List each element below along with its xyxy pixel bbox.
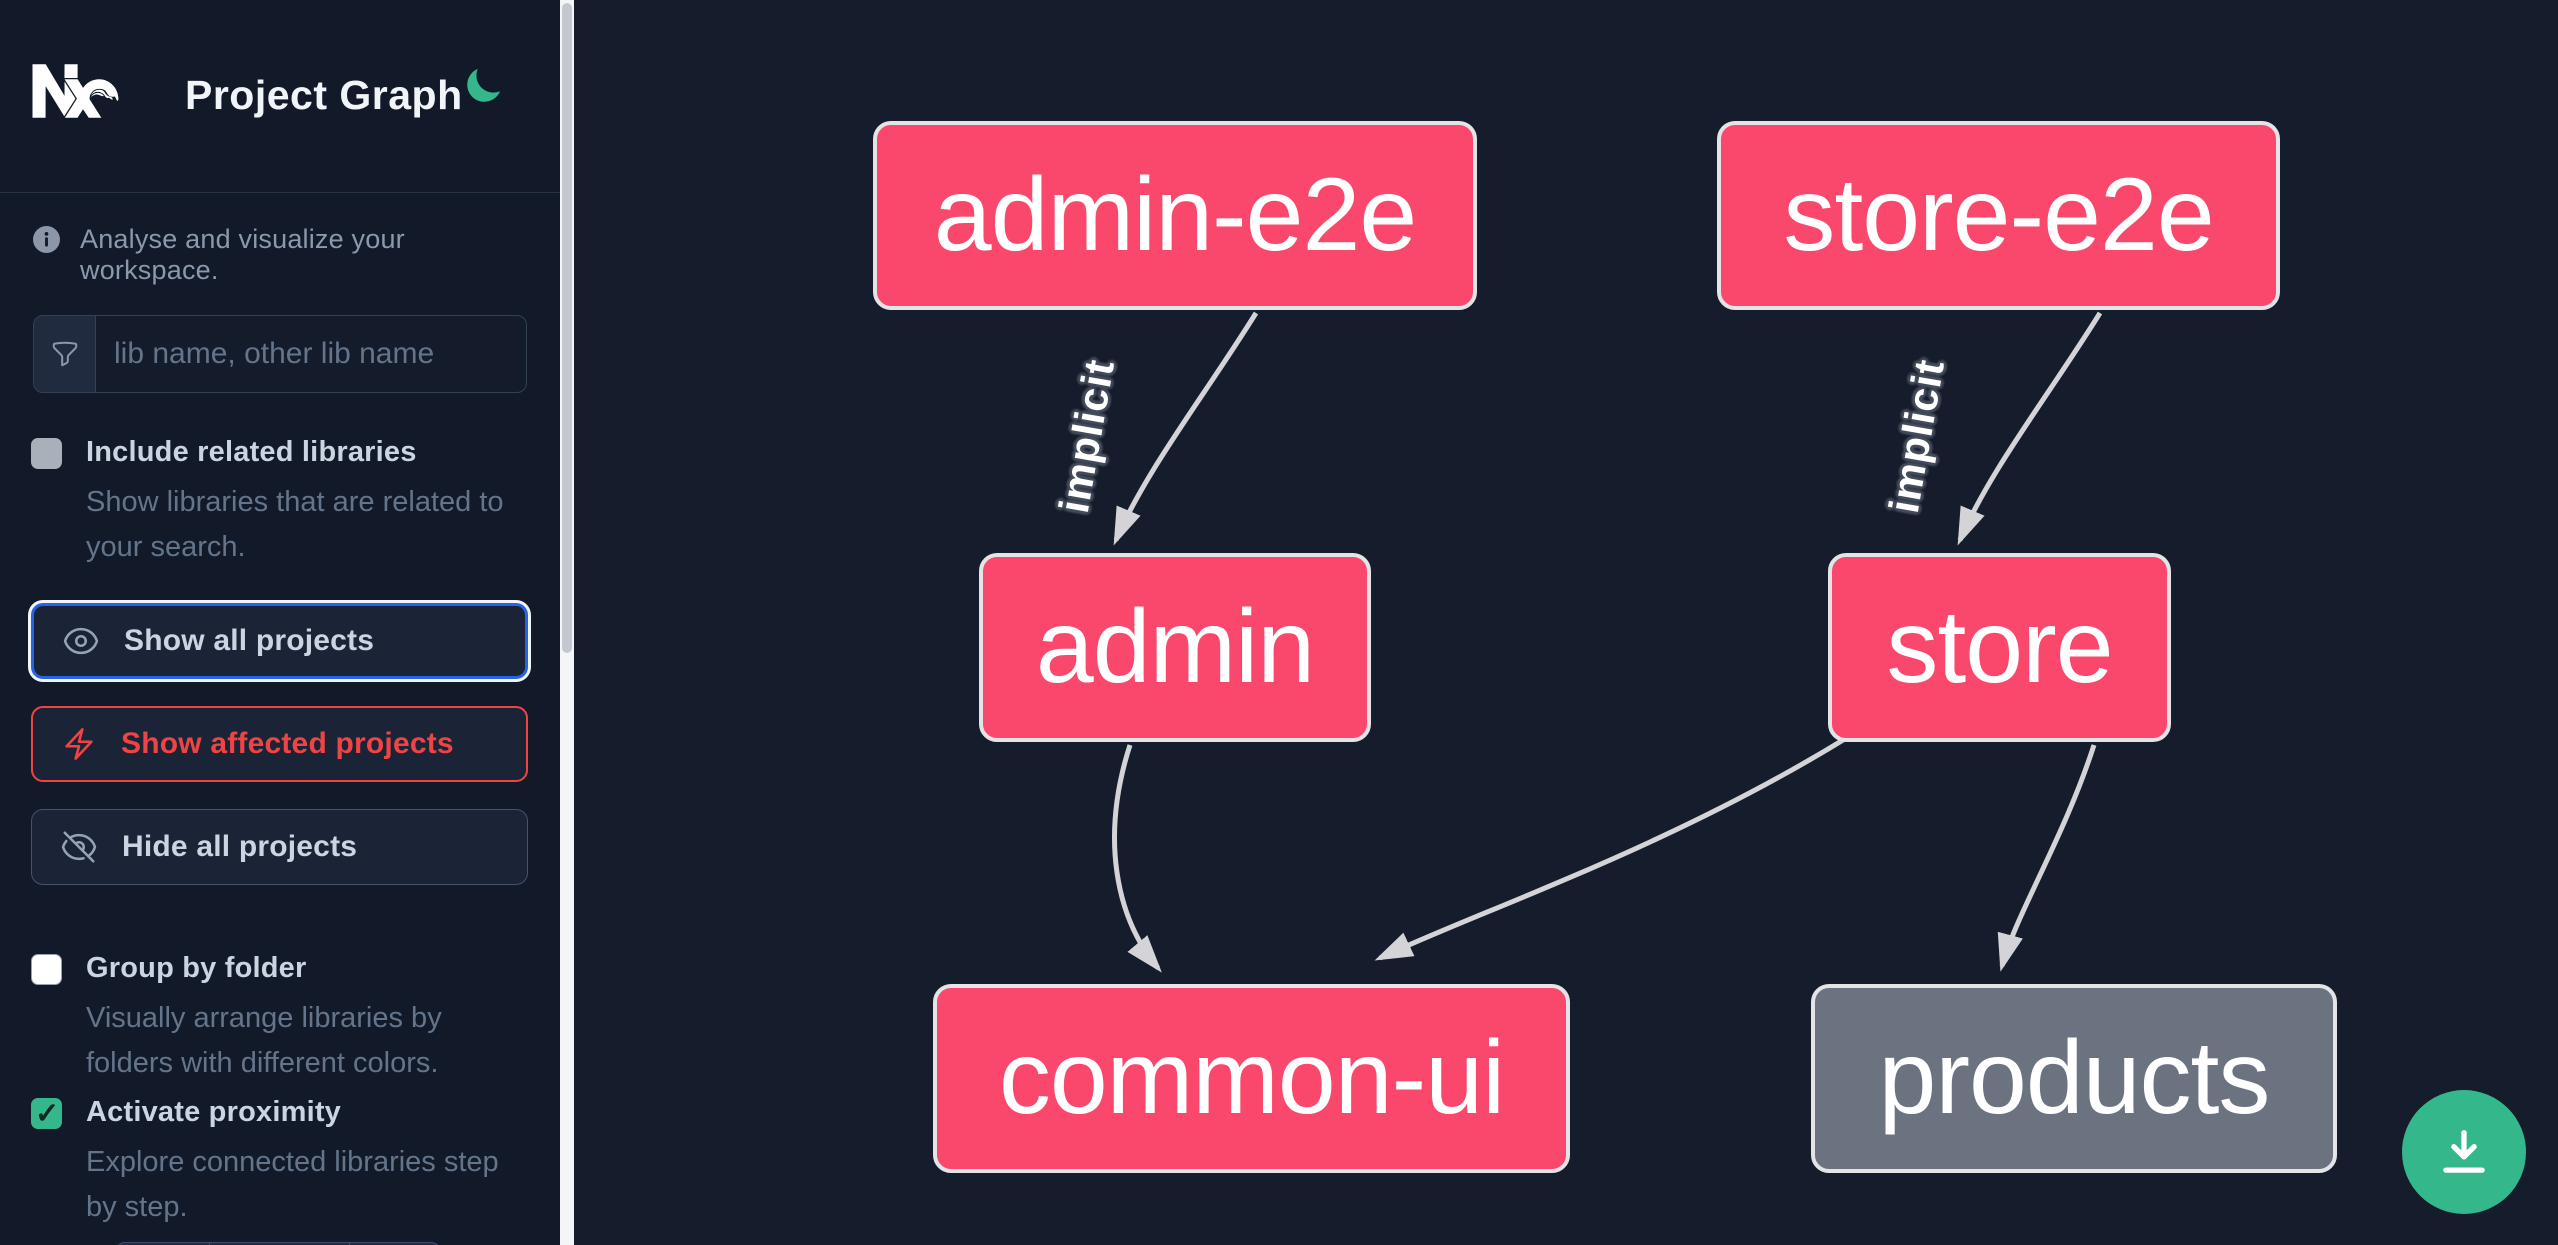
info-icon [33, 226, 60, 253]
show-affected-projects-label: Show affected projects [121, 727, 454, 760]
sidebar-scrollbar-track[interactable] [560, 0, 574, 1245]
group-by-folder-checkbox[interactable] [31, 954, 62, 985]
page-title: Project Graph [185, 72, 463, 118]
show-affected-projects-button[interactable]: Show affected projects [31, 706, 528, 782]
group-by-folder-option: Group by folder Visually arrange librari… [31, 952, 526, 1086]
graph-node-store-e2e[interactable]: store-e2e [1717, 121, 2280, 310]
graph-node-admin[interactable]: admin [979, 553, 1371, 742]
include-related-checkbox[interactable] [31, 438, 62, 469]
search-box [33, 315, 527, 393]
eye-off-icon [61, 831, 97, 863]
graph-node-products[interactable]: products [1811, 984, 2337, 1173]
group-by-folder-label: Group by folder [86, 952, 307, 984]
download-icon [2443, 1130, 2485, 1173]
activate-proximity-description: Explore connected libraries step by step… [86, 1146, 499, 1223]
nx-logo [32, 64, 119, 118]
graph-node-store[interactable]: store [1828, 553, 2171, 742]
filter-funnel-icon [34, 316, 96, 392]
include-related-label: Include related libraries [86, 436, 417, 468]
proximity-decrement-button[interactable] [116, 1243, 210, 1245]
sidebar: Project Graph Analyse and visualize your… [0, 0, 560, 1245]
theme-toggle-button[interactable] [462, 62, 510, 110]
proximity-value [210, 1243, 351, 1245]
graph-node-admin-e2e[interactable]: admin-e2e [873, 121, 1477, 310]
intro-text: Analyse and visualize your workspace. [80, 224, 405, 285]
bolt-icon [65, 728, 93, 760]
show-all-projects-button[interactable]: Show all projects [31, 603, 528, 679]
show-all-projects-label: Show all projects [124, 624, 375, 657]
hide-all-projects-button[interactable]: Hide all projects [31, 809, 528, 885]
eye-icon [63, 627, 99, 655]
intro-row: Analyse and visualize your workspace. [33, 224, 533, 286]
download-graph-button[interactable] [2402, 1090, 2526, 1214]
activate-proximity-option: Activate proximity Explore connected lib… [31, 1096, 526, 1230]
graph-node-common-ui[interactable]: common-ui [933, 984, 1570, 1173]
include-related-option: Include related libraries Show libraries… [31, 436, 526, 570]
sidebar-scrollbar-thumb[interactable] [562, 3, 572, 653]
activate-proximity-checkbox[interactable] [31, 1096, 62, 1131]
search-input[interactable] [96, 316, 526, 392]
include-related-description: Show libraries that are related to your … [86, 486, 504, 563]
header-divider [0, 192, 560, 193]
group-by-folder-description: Visually arrange libraries by folders wi… [86, 1002, 442, 1079]
hide-all-projects-label: Hide all projects [122, 830, 358, 863]
activate-proximity-label: Activate proximity [86, 1096, 342, 1128]
moon-icon [467, 68, 501, 102]
